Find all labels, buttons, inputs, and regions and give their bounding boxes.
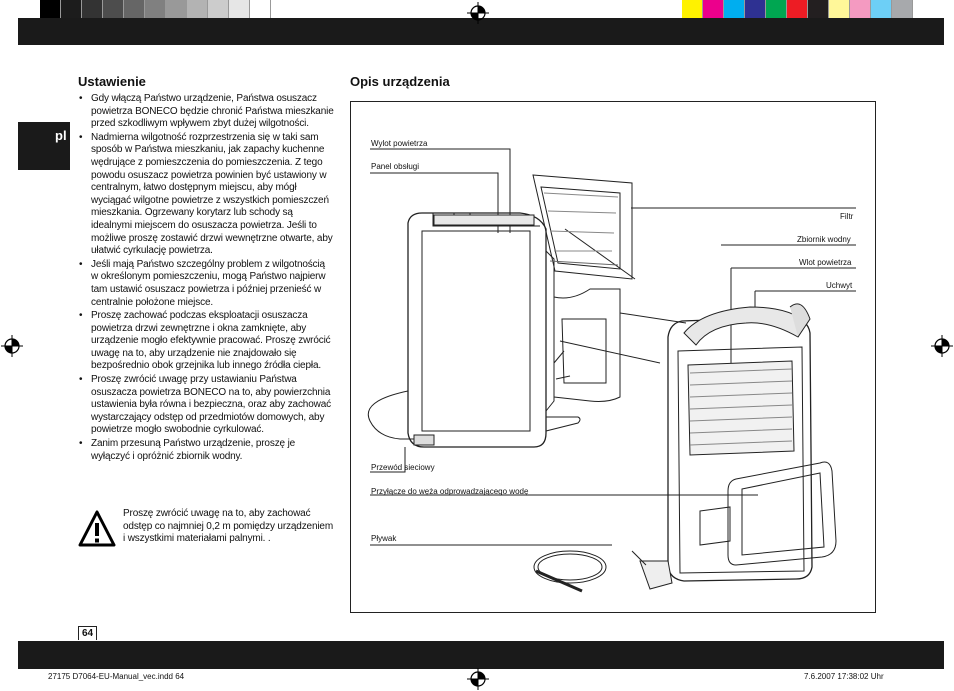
language-tab: pl bbox=[18, 122, 70, 170]
registration-mark-icon bbox=[931, 335, 953, 357]
color-swatch bbox=[745, 0, 766, 20]
language-tab-label: pl bbox=[55, 128, 67, 143]
list-item: Zanim przesuną Państwo urządzenie, prosz… bbox=[79, 438, 334, 463]
dehumidifier-diagram bbox=[367, 148, 856, 593]
warning-triangle-icon bbox=[78, 510, 116, 547]
color-swatch bbox=[166, 0, 187, 20]
label-float: Pływak bbox=[371, 534, 397, 543]
list-item: Gdy włączą Państwo urządzenie, Państwa o… bbox=[79, 93, 334, 131]
device-description-section: Opis urządzenia bbox=[350, 74, 450, 89]
color-calibration-strip bbox=[682, 0, 913, 20]
page-number: 64 bbox=[78, 626, 98, 640]
color-swatch bbox=[40, 0, 61, 20]
registration-mark-icon bbox=[467, 668, 489, 690]
color-swatch bbox=[787, 0, 808, 20]
color-swatch bbox=[703, 0, 724, 20]
top-bar bbox=[18, 18, 944, 45]
color-swatch bbox=[82, 0, 103, 20]
setup-bullet-list: Gdy włączą Państwo urządzenie, Państwa o… bbox=[78, 93, 334, 463]
registration-mark-icon bbox=[467, 2, 489, 24]
label-hose-connector: Przyłącze do węża odprowadzającego wodę bbox=[371, 487, 529, 496]
label-handle: Uchwyt bbox=[826, 281, 853, 290]
color-swatch bbox=[208, 0, 229, 20]
warning-text: Proszę zwrócić uwagę na to, aby zachować… bbox=[123, 508, 334, 545]
color-swatch bbox=[187, 0, 208, 20]
label-power-cord: Przewód sieciowy bbox=[371, 463, 435, 472]
color-swatch bbox=[124, 0, 145, 20]
setup-heading: Ustawienie bbox=[78, 74, 146, 89]
setup-section: Ustawienie Gdy włączą Państwo urządzenie… bbox=[78, 74, 334, 464]
color-swatch bbox=[892, 0, 913, 20]
color-swatch bbox=[829, 0, 850, 20]
color-swatch bbox=[103, 0, 124, 20]
list-item: Nadmierna wilgotność rozprzestrzenia się… bbox=[79, 132, 334, 258]
color-swatch bbox=[145, 0, 166, 20]
list-item: Jeśli mają Państwo szczególny problem z … bbox=[79, 259, 334, 309]
color-swatch bbox=[871, 0, 892, 20]
footer-timestamp: 7.6.2007 17:38:02 Uhr bbox=[804, 672, 884, 681]
color-swatch bbox=[724, 0, 745, 20]
color-swatch bbox=[250, 0, 271, 20]
label-control-panel: Panel obsługi bbox=[371, 162, 420, 171]
list-item: Proszę zwrócić uwagę przy ustawianiu Pań… bbox=[79, 374, 334, 437]
label-air-outlet: Wylot powietrza bbox=[371, 139, 428, 148]
gray-calibration-strip bbox=[40, 0, 271, 20]
registration-mark-icon bbox=[1, 335, 23, 357]
color-swatch bbox=[808, 0, 829, 20]
label-water-tank: Zbiornik wodny bbox=[797, 235, 851, 244]
color-swatch bbox=[682, 0, 703, 20]
color-swatch bbox=[229, 0, 250, 20]
device-diagram-frame bbox=[350, 101, 876, 613]
label-filter: Filtr bbox=[840, 212, 854, 221]
warning-note: Proszę zwrócić uwagę na to, aby zachować… bbox=[78, 508, 334, 547]
device-description-heading: Opis urządzenia bbox=[350, 74, 450, 89]
color-swatch bbox=[61, 0, 82, 20]
color-swatch bbox=[766, 0, 787, 20]
list-item: Proszę zachować podczas eksploatacji osu… bbox=[79, 310, 334, 373]
color-swatch bbox=[850, 0, 871, 20]
footer-filename: 27175 D7064-EU-Manual_vec.indd 64 bbox=[48, 672, 185, 681]
label-air-inlet: Wlot powietrza bbox=[799, 258, 852, 267]
bottom-bar bbox=[18, 641, 944, 669]
